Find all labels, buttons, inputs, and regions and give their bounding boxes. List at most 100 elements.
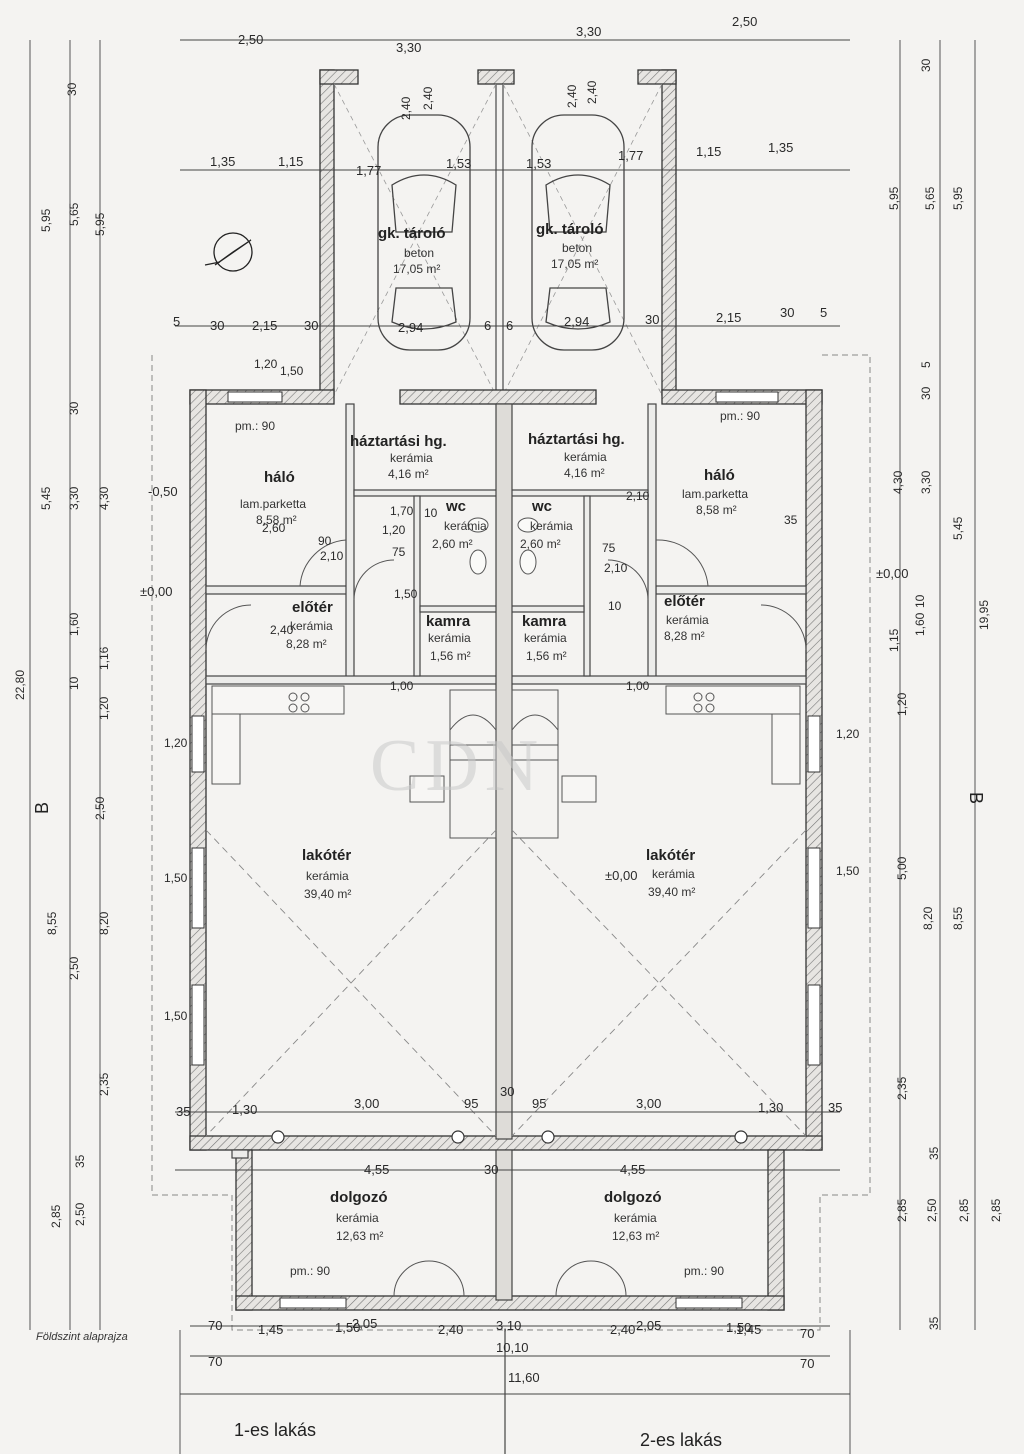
dimension-label: 2,50 [238,32,263,47]
dimension-label: 1,45 [736,1322,761,1337]
dimension-label: 10 [608,599,622,613]
room-name: háló [704,467,735,484]
axis-label: B [966,792,986,804]
room-area: 8,58 m² [696,503,737,517]
dimension-label: 1,20 [254,357,278,371]
window-label: pm.: 90 [235,419,275,433]
dimension-label: 1,50 [164,871,188,885]
dimension-label: 1,60 [913,612,927,636]
room-hall-left: előtér kerámia 8,28 m² [286,599,333,651]
room-name: dolgozó [330,1189,387,1206]
dimension-label: 1,50 [335,1320,360,1335]
dimension-label: 19,95 [977,600,991,630]
dimension-label: 1,20 [97,696,111,720]
window-label: pm.: 90 [290,1264,330,1278]
dims-top-row1: 2,503,303,302,50 [238,14,757,55]
dimension-label: 8,55 [45,911,59,935]
dimension-label: 1,50 [394,587,418,601]
dimension-label: 1,20 [382,523,406,537]
room-name: háztartási hg. [528,431,625,448]
room-material: beton [404,246,434,260]
dimension-label: 5,65 [67,202,81,226]
dimension-label: 2,85 [895,1198,909,1222]
window-label: pm.: 90 [720,409,760,423]
watermark: CDN [370,725,544,807]
room-material: kerámia [614,1211,657,1225]
garage-diagonals [333,83,663,396]
dimension-label: 8,20 [921,906,935,930]
dimension-label: 1,45 [258,1322,283,1337]
level-label: ±0,00 [140,584,172,599]
dimension-label: 2,40 [585,80,599,104]
dimension-label: 1,15 [278,154,303,169]
room-area: 1,56 m² [430,649,471,663]
ceiling-lights [271,1130,748,1144]
unit-label-2: 2-es lakás [640,1430,722,1450]
dimension-label: 75 [392,545,406,559]
dimension-label: 2,40 [421,86,435,110]
dimension-label: 35 [176,1104,190,1119]
dimension-label: 3,00 [636,1096,661,1111]
room-name: háló [264,469,295,486]
staircase [449,689,559,839]
dimension-label: 30 [484,1162,498,1177]
room-name: gk. tároló [378,225,446,242]
dimension-label: 1,20 [164,736,188,750]
room-area: 1,56 m² [526,649,567,663]
dimension-label: 3,10 [496,1318,521,1333]
room-wc-right: wc kerámia 2,60 m² [520,498,573,551]
dimension-label: 22,80 [13,670,27,700]
level-label: ±0,00 [605,868,637,883]
room-name: wc [531,498,552,515]
room-area: 39,40 m² [304,887,351,901]
dimension-label: 4,55 [620,1162,645,1177]
car-left [377,114,471,351]
dimension-label: 1,77 [356,163,381,178]
dimension-label: 1,53 [526,156,551,171]
dimension-label: 6 [484,318,491,333]
dimension-label: 1,35 [768,140,793,155]
room-household-right: háztartási hg. kerámia 4,16 m² [528,431,625,480]
dimension-label: 90 [318,534,332,548]
room-living-right: lakótér kerámia 39,40 m² [646,847,695,899]
dimension-label: 75 [602,541,616,555]
door-swings [205,539,807,1297]
room-material: kerámia [530,519,573,533]
dimension-label: 70 [800,1356,814,1371]
windows [191,391,821,1309]
dimension-label: 1,50 [836,864,860,878]
dimension-label: 5,00 [895,856,909,880]
dimension-label: 35 [784,513,798,527]
dimension-label: 30 [645,312,659,327]
dimension-label: 1,00 [626,679,650,693]
dimension-label: 4,30 [97,486,111,510]
room-material: kerámia [524,631,567,645]
kitchen-counters [211,685,801,803]
room-living-left: lakótér kerámia 39,40 m² [302,847,351,901]
dimension-label: 4,55 [364,1162,389,1177]
dimension-label: 1,50 [280,364,304,378]
dimension-label: 1,70 [390,504,414,518]
room-pantry-left: kamra kerámia 1,56 m² [426,613,471,663]
room-area: 2,60 m² [432,537,473,551]
annotations: pm.: 90 pm.: 90 pm.: 90 pm.: 90 ±0,00 ±0… [32,409,986,1278]
dimension-label: 1,20 [895,692,909,716]
dimension-label: 95 [532,1096,546,1111]
dimension-lines [29,39,976,1454]
window-label: pm.: 90 [684,1264,724,1278]
car-right [531,114,625,351]
room-area: 8,28 m² [664,629,705,643]
room-material: kerámia [444,519,487,533]
room-area: 17,05 m² [551,257,598,271]
room-area: 8,28 m² [286,637,327,651]
room-hall-right: előtér kerámia 8,28 m² [664,593,709,643]
dimension-label: 70 [800,1326,814,1341]
dimension-label: 1,50 [164,1009,188,1023]
room-material: lam.parketta [682,487,748,501]
